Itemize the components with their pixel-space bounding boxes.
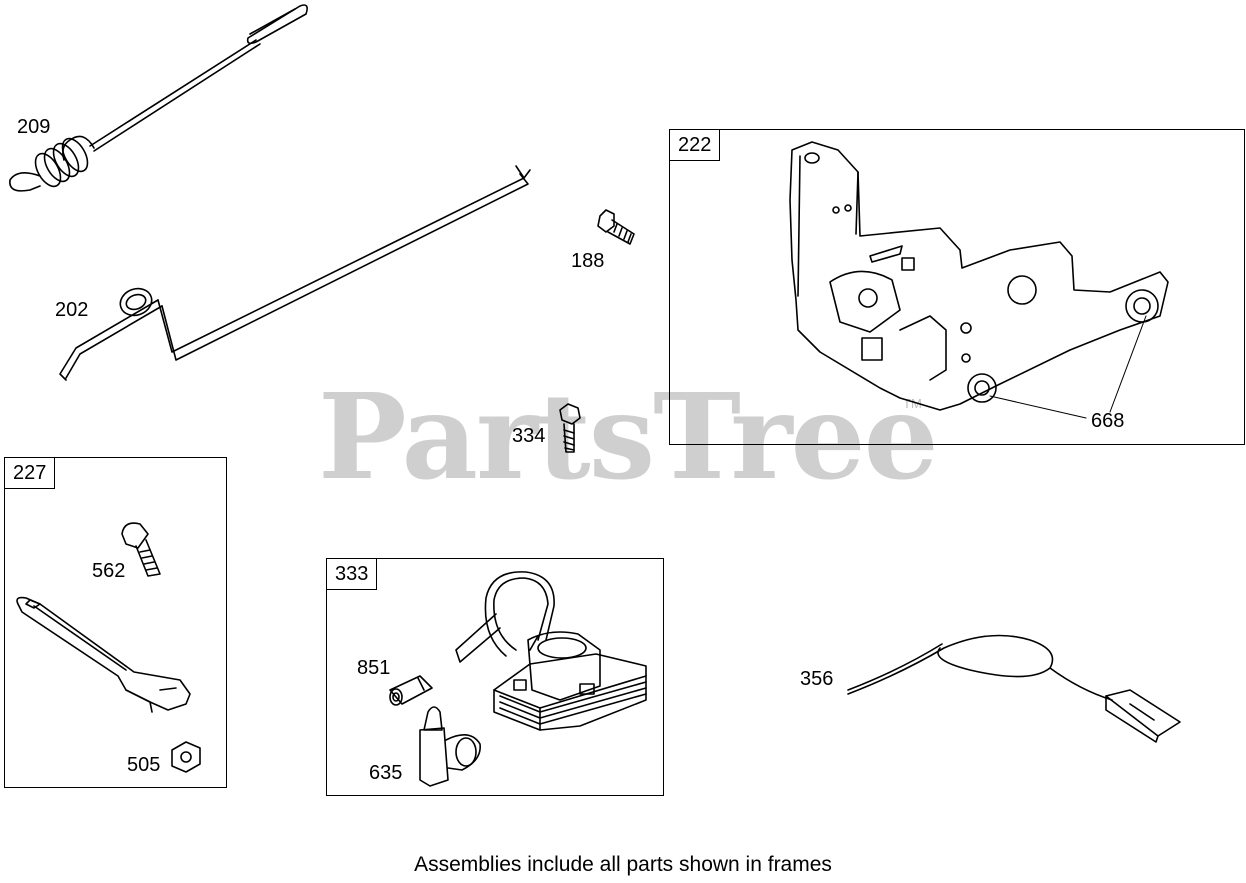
frame-333: 333 <box>326 558 664 796</box>
callout-334[interactable]: 334 <box>512 425 546 447</box>
part-851-connector[interactable] <box>389 675 433 706</box>
part-202-rod[interactable] <box>59 165 531 381</box>
callout-668[interactable]: 668 <box>1091 410 1125 432</box>
callout-562[interactable]: 562 <box>92 560 126 582</box>
leader-668 <box>989 315 1147 419</box>
callout-851[interactable]: 851 <box>357 657 391 679</box>
callout-188[interactable]: 188 <box>571 250 605 272</box>
callout-356[interactable]: 356 <box>800 668 834 690</box>
frame-333-label[interactable]: 333 <box>326 558 378 590</box>
watermark-logo: PartsTree <box>318 367 939 506</box>
part-209-spring[interactable] <box>9 4 308 192</box>
callout-635[interactable]: 635 <box>369 762 403 784</box>
frame-222-label[interactable]: 222 <box>669 129 721 161</box>
part-333-module[interactable] <box>455 571 647 731</box>
part-227-lever[interactable] <box>16 596 191 713</box>
diagram-caption: Assemblies include all parts shown in fr… <box>414 853 832 876</box>
part-505-nut[interactable] <box>171 741 201 773</box>
part-334-bolt[interactable] <box>559 403 581 453</box>
part-562-bolt[interactable] <box>121 522 161 577</box>
part-356-wire[interactable] <box>847 634 1181 743</box>
frame-222: 222 <box>669 129 1245 445</box>
part-635-boot[interactable] <box>419 706 481 787</box>
callout-202[interactable]: 202 <box>55 299 89 321</box>
callout-505[interactable]: 505 <box>127 754 161 776</box>
callout-209[interactable]: 209 <box>17 116 51 138</box>
part-188-bolt[interactable] <box>597 209 635 245</box>
frame-227: 227 <box>4 457 227 788</box>
frame-227-label[interactable]: 227 <box>4 457 56 489</box>
part-222-bracket[interactable] <box>789 141 1169 411</box>
